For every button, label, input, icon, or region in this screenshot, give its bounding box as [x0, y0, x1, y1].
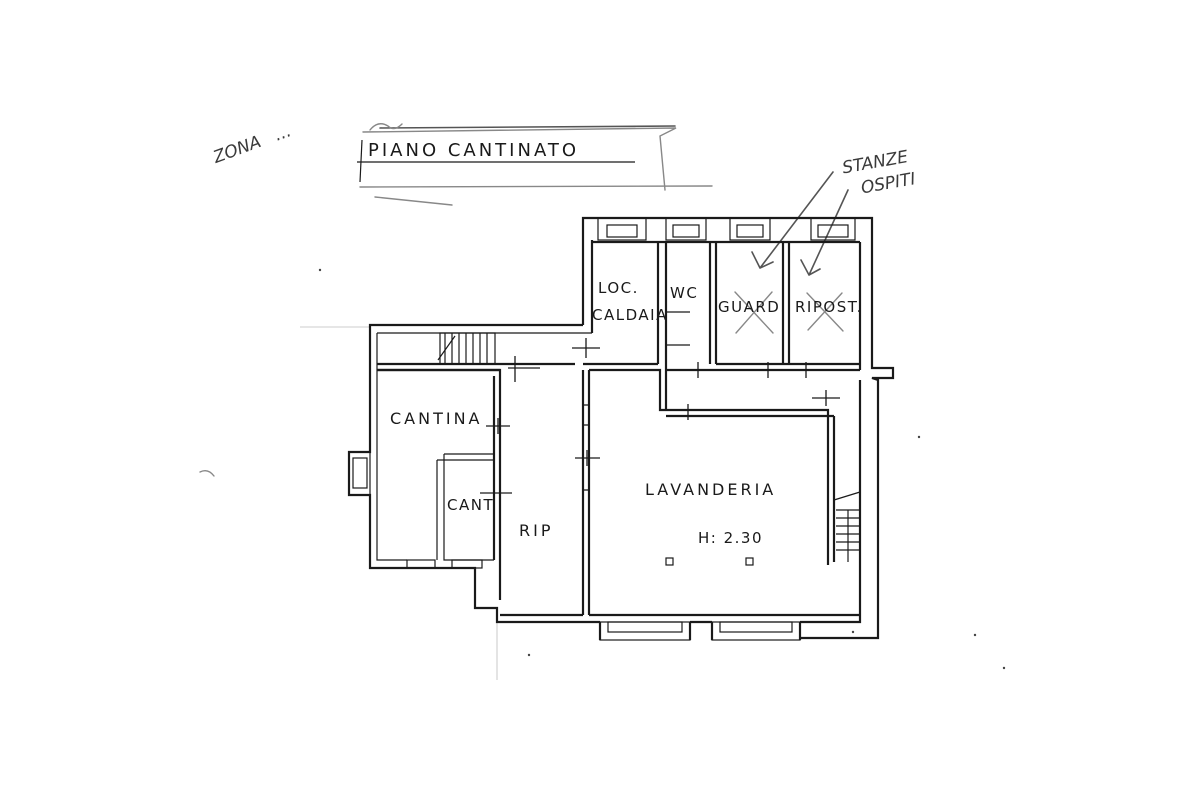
room-label-wc: WC [670, 284, 698, 302]
room-label-guard: GUARD. [718, 298, 787, 316]
room-label-ripost: RIPOST. [795, 298, 863, 316]
scan-guidelines [300, 326, 498, 680]
stairs-right [833, 491, 861, 562]
room-label-cant: CANT [447, 496, 494, 514]
handwritten-annotations: ZONA ... STANZE OSPITI [210, 121, 917, 334]
cross-guard [734, 291, 774, 334]
door-marks [480, 338, 840, 501]
cross-ripost [806, 292, 844, 332]
room-label-caldaia: CALDAIA [592, 306, 668, 324]
arrow-to-ripost [800, 189, 849, 276]
room-label-cantina: CANTINA [390, 409, 483, 428]
room-labels: LOC. CALDAIA WC GUARD. RIPOST. CANTINA C… [390, 279, 863, 547]
title-block: PIANO CANTINATO [357, 125, 713, 206]
arrow-to-guard [751, 171, 834, 269]
zona-note: ZONA [210, 132, 264, 168]
room-label-loc: LOC. [598, 279, 639, 297]
zona-note-suffix: ... [272, 121, 294, 145]
scan-specks [199, 268, 1006, 670]
stairs-upper [437, 332, 496, 365]
room-label-rip: RIP [519, 521, 553, 540]
plan-title: PIANO CANTINATO [368, 140, 579, 161]
walls [347, 216, 895, 641]
room-height-label: H: 2.30 [698, 529, 763, 547]
room-label-lavanderia: LAVANDERIA [645, 480, 776, 499]
